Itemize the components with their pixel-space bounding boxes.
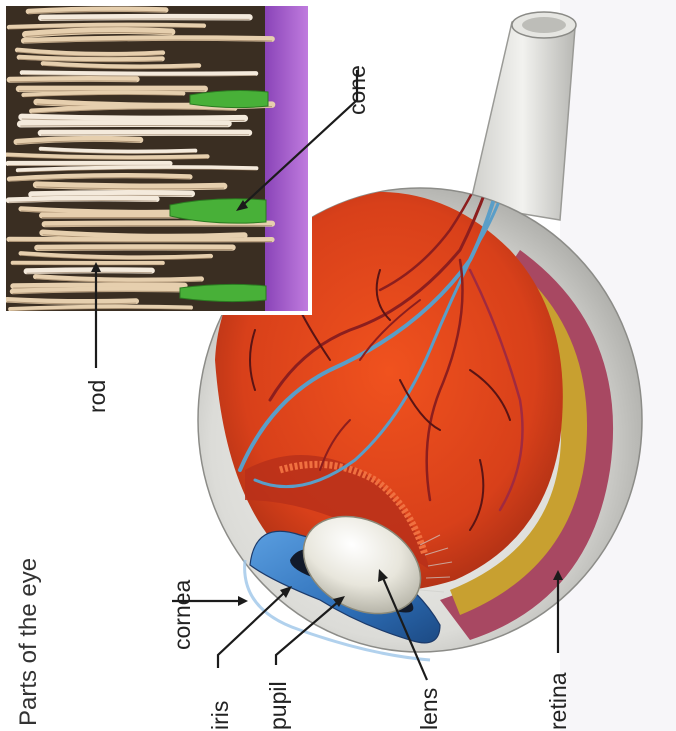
rod-cell — [7, 300, 136, 302]
label-cornea: cornea — [169, 579, 195, 650]
rod-cell — [20, 124, 228, 125]
rod-cell — [22, 73, 256, 74]
micrograph-inset — [4, 4, 310, 313]
rod-cell — [10, 79, 137, 80]
rod-cell — [27, 270, 152, 271]
diagram-title: Parts of the eye — [15, 558, 42, 726]
label-retina: retina — [545, 672, 571, 730]
rod-cell — [22, 117, 245, 119]
label-rod: rod — [84, 380, 110, 413]
rod-cell — [13, 285, 185, 286]
label-pupil: pupil — [265, 681, 291, 730]
rod-cell — [19, 57, 162, 59]
optic-nerve — [470, 12, 576, 220]
cone-cell — [180, 284, 266, 301]
cone-cell — [190, 91, 268, 108]
rod-shadow — [20, 126, 228, 127]
label-lens: lens — [416, 688, 442, 730]
rod-cell — [36, 185, 224, 187]
membrane — [265, 6, 310, 311]
label-iris: iris — [207, 701, 233, 730]
micrograph-content — [6, 6, 310, 311]
rod-cell — [32, 193, 192, 194]
rod-cell — [41, 17, 249, 18]
rod-cell — [9, 199, 157, 201]
